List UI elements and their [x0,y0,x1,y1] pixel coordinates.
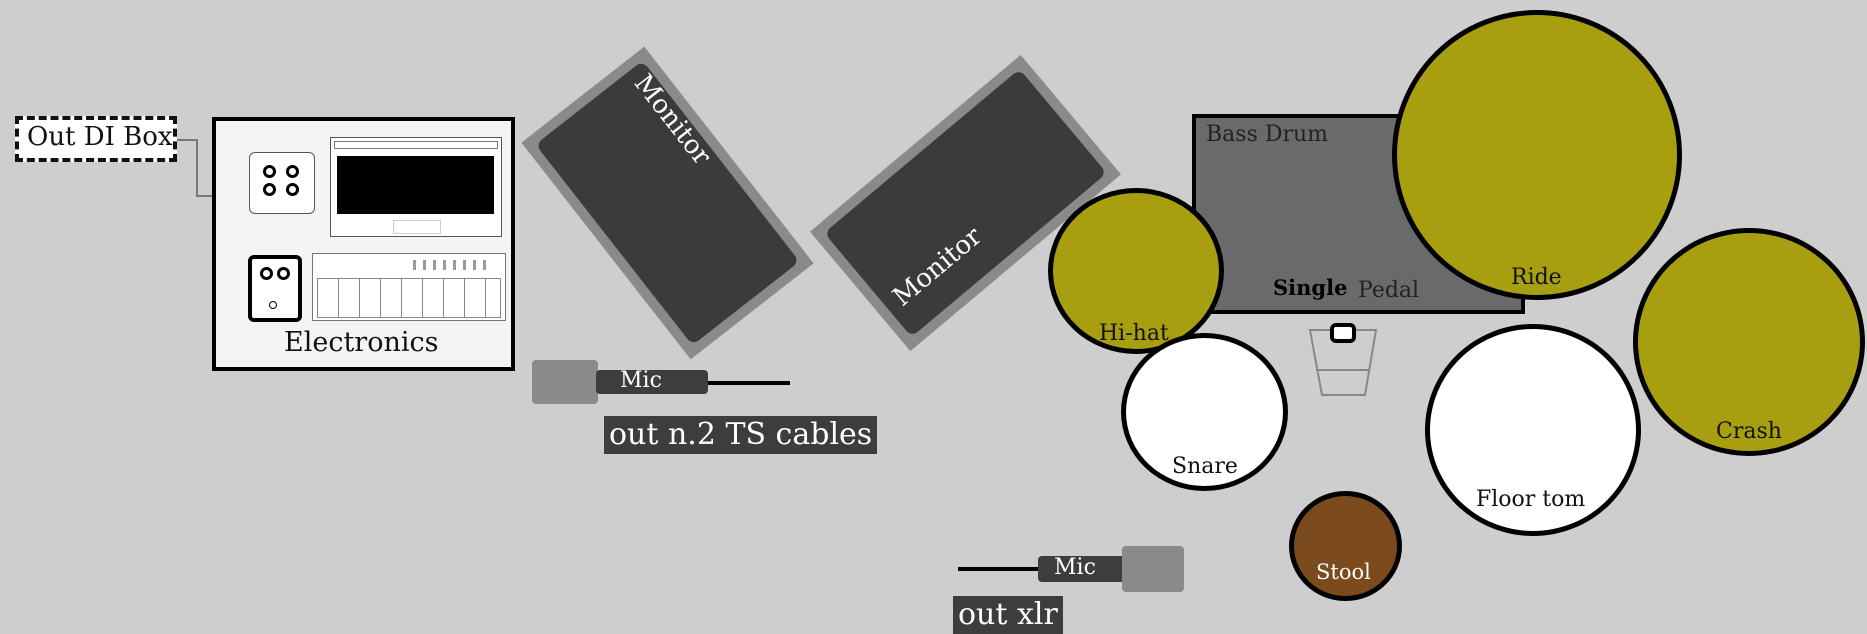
floor-tom: Floor tom [1425,324,1641,536]
effects-module [249,152,315,214]
mic-cable [958,567,1038,571]
mic-2: Mic [958,546,1184,594]
crash-label: Crash [1716,419,1782,444]
ride-label: Ride [1511,265,1562,290]
mic-grille [532,360,598,404]
pedal-single-label: Single [1273,275,1348,300]
keyboard-icon [312,253,506,321]
knob-icon [263,183,276,196]
electronics-label: Electronics [284,327,439,358]
knob-icon [263,165,276,178]
laptop-icon [330,137,502,237]
floor-tom-label: Floor tom [1476,487,1586,512]
drum-stool: Stool [1289,491,1402,601]
mic-1-label: Mic [620,368,662,393]
snare-label: Snare [1172,454,1238,479]
mic-1: Mic [532,360,790,406]
pedal-label: Pedal [1358,278,1420,303]
pedal-icon [248,255,302,322]
mic-cable [708,381,790,385]
mic-2-label: Mic [1054,555,1096,580]
bass-drum-label: Bass Drum [1206,122,1329,147]
mic-body: Mic [1038,555,1128,582]
snare-drum: Snare [1121,333,1288,491]
crash-cymbal: Crash [1633,228,1865,456]
knob-icon [286,183,299,196]
electronics-rack: Electronics [212,117,515,371]
di-box-label: Out DI Box [27,122,173,152]
hihat-label: Hi-hat [1099,321,1169,346]
mic-1-output-label: out n.2 TS cables [604,416,878,454]
knob-icon [286,165,299,178]
mic-grille [1122,546,1184,592]
mic-2-output-label: out xlr [953,596,1063,634]
hihat-cymbal: Hi-hat [1048,188,1224,354]
stool-label: Stool [1316,560,1371,584]
di-box: Out DI Box [15,116,177,162]
ride-cymbal: Ride [1392,10,1682,300]
mic-body: Mic [596,368,708,394]
